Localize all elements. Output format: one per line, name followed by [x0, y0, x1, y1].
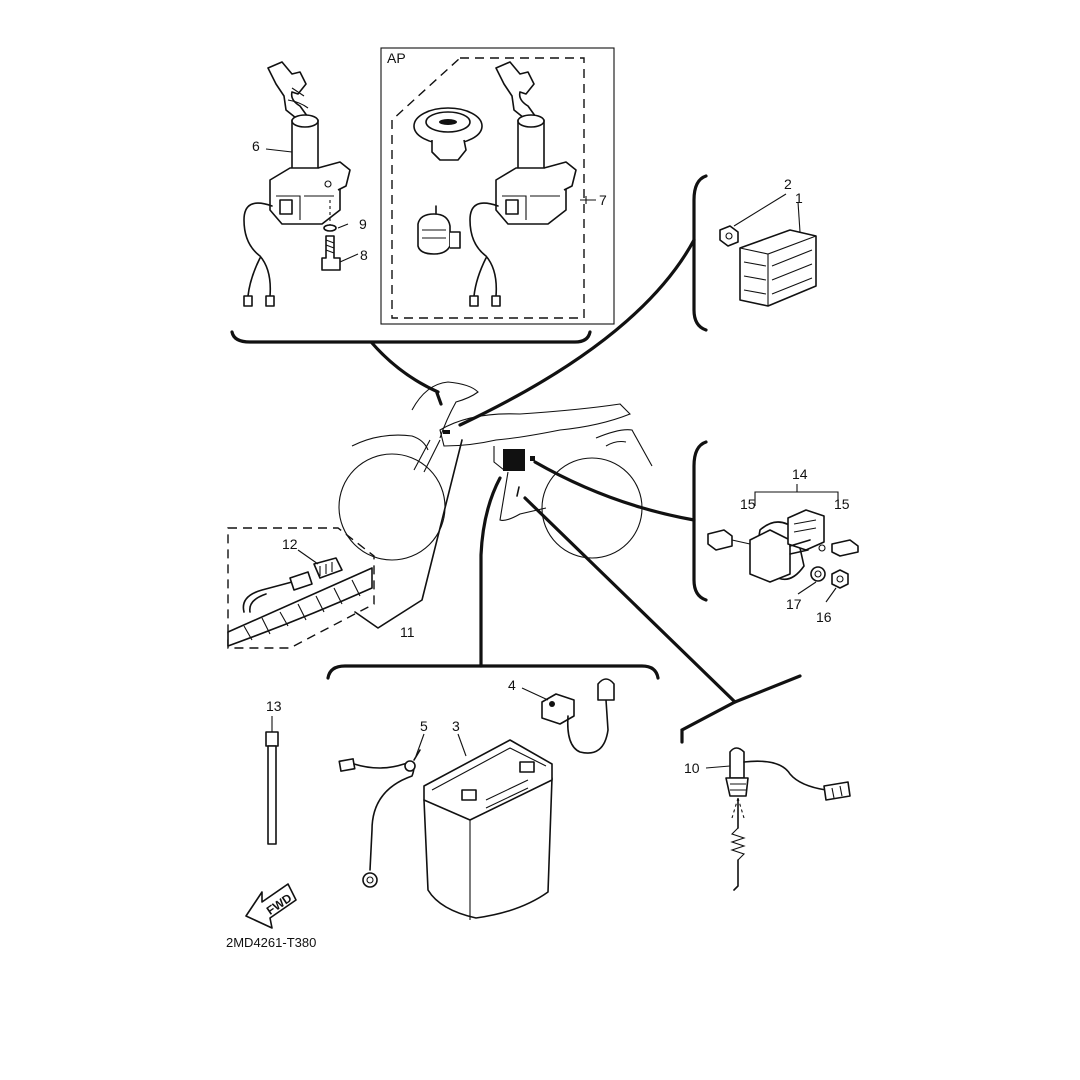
fwd-arrow-shape — [245, 883, 297, 929]
fuse-cable — [566, 699, 609, 754]
neutral-location-marker — [516, 486, 520, 497]
rectifier-location-marker — [443, 430, 450, 434]
leader-neutral-switch — [523, 496, 737, 704]
front-fender — [351, 434, 429, 451]
leader-wire-harness — [354, 439, 463, 629]
bracket-rectifier — [692, 174, 708, 332]
switch-bracket — [317, 161, 351, 191]
harness-dashed-box — [227, 527, 375, 649]
callout-7: 7 — [599, 192, 607, 208]
callout-14: 14 — [792, 466, 808, 482]
bracket-neutral-switch — [680, 674, 802, 744]
seat-tank — [439, 403, 631, 447]
callout-15-right: 15 — [834, 496, 850, 512]
bracket-battery-group — [326, 664, 660, 680]
frame-lower — [493, 446, 547, 521]
headlight-cowl — [411, 381, 479, 439]
leader-battery-group — [479, 476, 502, 668]
nut-2 — [719, 225, 739, 247]
neutral-switch-body — [729, 747, 745, 779]
battery — [423, 739, 553, 920]
ap-label: AP — [387, 50, 406, 66]
drawing-code: 2MD4261-T380 — [226, 935, 316, 950]
ap-switch-set — [380, 47, 615, 325]
callout-12: 12 — [282, 536, 298, 552]
battery-location-marker — [503, 449, 525, 471]
bracket-14-15 — [754, 484, 839, 506]
neutral-switch-wire — [743, 760, 827, 791]
callout-17: 17 — [786, 596, 802, 612]
bracket-ignition-coil — [692, 440, 708, 602]
cable-tie — [265, 731, 279, 845]
battery-negative-lead — [338, 749, 421, 888]
callout-5: 5 — [420, 718, 428, 734]
leader-ignition-group — [370, 341, 440, 394]
callout-1: 1 — [795, 190, 803, 206]
ap-switch-wires — [469, 202, 499, 297]
battery-top — [423, 739, 553, 821]
leader-rectifier — [458, 238, 696, 427]
callout-8: 8 — [360, 247, 368, 263]
rod — [733, 799, 739, 891]
group-brackets — [230, 174, 802, 744]
callout-3: 3 — [452, 718, 460, 734]
callout-2: 2 — [784, 176, 792, 192]
harness-connector — [289, 571, 313, 591]
leader-ignition-coil — [533, 460, 696, 522]
coil-body — [749, 529, 791, 583]
seat-lock — [417, 213, 451, 255]
ap-dashed-outline — [391, 57, 585, 319]
callout-9: 9 — [359, 216, 367, 232]
nut-16 — [831, 569, 849, 589]
cable-tie-strap — [267, 745, 277, 845]
coil-location-marker — [530, 456, 535, 461]
spring — [730, 827, 746, 861]
fork — [413, 439, 441, 473]
rear-wheel — [541, 457, 643, 559]
wire-harness-detail — [227, 527, 375, 649]
fuse-cap — [597, 678, 615, 701]
callout-6: 6 — [252, 138, 260, 154]
callout-16: 16 — [816, 609, 832, 625]
switch-location-marker — [435, 391, 443, 406]
fuse-box — [541, 693, 575, 725]
fuse-holder — [541, 678, 615, 754]
rear-fender — [595, 429, 653, 467]
ap-box — [380, 47, 615, 325]
motorcycle-outline — [338, 381, 653, 561]
callout-15-left: 15 — [740, 496, 756, 512]
connector-12 — [313, 557, 343, 579]
main-switch-assembly — [243, 61, 351, 307]
callout-13: 13 — [266, 698, 282, 714]
callout-4: 4 — [508, 677, 516, 693]
callout-10: 10 — [684, 760, 700, 776]
fwd-arrow-icon: FWD — [245, 883, 297, 929]
connector-15-right — [831, 539, 859, 557]
washer-9 — [323, 224, 337, 232]
neutral-switch — [725, 747, 851, 891]
callout-11: 11 — [400, 624, 415, 640]
bracket-ignition-group — [230, 330, 592, 344]
ignition-coil-assembly — [707, 484, 859, 589]
front-wheel — [338, 453, 446, 561]
rectifier-body — [739, 229, 817, 307]
ring-terminal — [362, 872, 378, 888]
neutral-switch-connector — [823, 781, 851, 801]
callout-numbers: 6 7 9 8 2 1 14 15 15 17 16 12 11 13 4 5 … — [252, 138, 850, 776]
negative-cable — [353, 762, 415, 871]
screw-8 — [321, 235, 341, 271]
washer-17 — [810, 566, 826, 582]
connector-15-left — [707, 529, 733, 551]
rectifier-regulator — [719, 225, 817, 307]
switch-wires — [243, 202, 273, 297]
callout-leaders — [265, 148, 837, 769]
